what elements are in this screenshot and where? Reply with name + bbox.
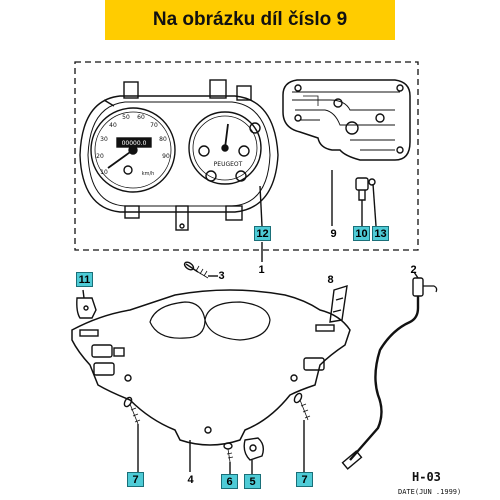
strip-8 (329, 285, 348, 323)
screw-6 (223, 442, 234, 474)
callout-2: 2 (410, 263, 417, 276)
screw-7-right (293, 392, 311, 472)
speed-tick: 90 (162, 153, 170, 160)
title-banner: Na obrázku díl číslo 9 (105, 0, 395, 40)
speed-tick: 60 (137, 114, 145, 121)
callout-5: 5 (244, 474, 261, 489)
callout-9: 9 (330, 227, 337, 240)
speed-tick: 70 (150, 122, 158, 129)
speed-unit: km/h (142, 171, 155, 177)
callout-8: 8 (327, 273, 334, 286)
callout-3: 3 (218, 269, 225, 282)
clip-5 (243, 437, 265, 474)
instrument-cluster (79, 79, 279, 231)
screw-3 (183, 261, 218, 279)
callout-11: 11 (76, 272, 93, 287)
speedometer-cable (341, 271, 438, 470)
brand-label: PEUGEOT (214, 161, 243, 168)
page-code: H-03 (412, 470, 441, 484)
callout-7-right: 7 (296, 472, 313, 487)
callout-13: 13 (372, 226, 389, 241)
banner-title: Na obrázku díl číslo 9 (152, 9, 348, 30)
bracket-11 (76, 289, 97, 319)
bulb-socket (355, 177, 377, 227)
speed-tick: 20 (96, 153, 104, 160)
speedometer-dial (90, 107, 176, 193)
speed-tick: 80 (159, 136, 167, 143)
odometer: 00000.0 (122, 140, 147, 147)
speed-tick: 40 (109, 122, 117, 129)
screw-7-left (123, 396, 141, 472)
speed-tick: 10 (100, 169, 108, 176)
callout-4: 4 (187, 473, 194, 486)
assembly-box (74, 61, 419, 251)
callout-6: 6 (221, 474, 238, 489)
fuel-gauge-dial (188, 111, 262, 185)
handlebar-cover (71, 289, 351, 472)
callout-1: 1 (258, 263, 265, 276)
circuit-board (282, 79, 411, 161)
callout-12: 12 (254, 226, 271, 241)
callout-10: 10 (353, 226, 370, 241)
speed-tick: 50 (122, 114, 130, 121)
speed-tick: 30 (100, 136, 108, 143)
page-date: DATE(JUN .1999) (398, 488, 462, 496)
callout-7-left: 7 (127, 472, 144, 487)
